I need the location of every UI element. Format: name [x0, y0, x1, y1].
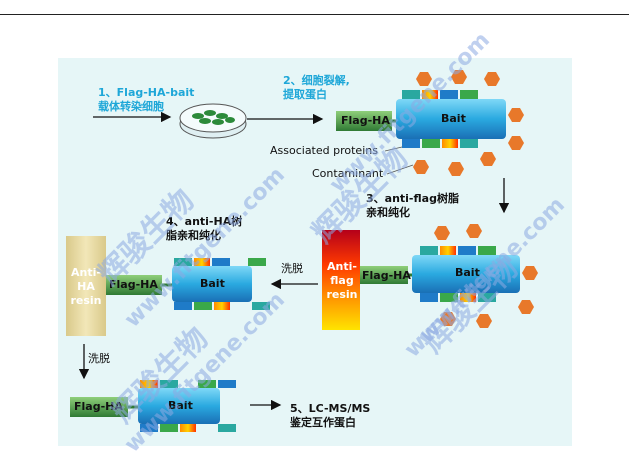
- flag-ha-label-4: Flag-HA: [74, 400, 123, 413]
- step1-text: 1、Flag-HA-bait 载体转染细胞: [98, 86, 195, 113]
- complex-lysate: [336, 70, 524, 176]
- step3-text: 3、anti-flag树脂 亲和纯化: [366, 192, 459, 219]
- elute-label-1: 洗脱: [281, 262, 303, 275]
- step5-text: 5、LC-MS/MS 鉴定互作蛋白: [290, 402, 371, 429]
- associated-proteins-label: Associated proteins: [270, 144, 378, 157]
- flag-ha-label-1: Flag-HA: [341, 114, 390, 127]
- bait-label-3: Bait: [200, 277, 225, 290]
- elute-label-2: 洗脱: [88, 352, 110, 365]
- top-rule: [0, 14, 629, 15]
- anti-ha-resin-column: [66, 236, 106, 336]
- bait-label-4: Bait: [168, 399, 193, 412]
- anti-flag-resin-label: Anti- flag resin: [326, 260, 358, 301]
- anti-flag-resin-column: [322, 230, 360, 330]
- contaminant-label: Contaminant: [312, 167, 384, 180]
- complex-on-flag-resin: [360, 224, 538, 328]
- step2-text: 2、细胞裂解, 提取蛋白: [283, 74, 350, 101]
- flag-ha-label-3: Flag-HA: [109, 278, 158, 291]
- anti-ha-resin-label: Anti- HA resin: [70, 266, 102, 307]
- flag-ha-label-2: Flag-HA: [362, 269, 411, 282]
- petri-dish: [179, 103, 247, 139]
- bait-label-1: Bait: [441, 112, 466, 125]
- complex-final: [70, 380, 236, 432]
- step4-text: 4、anti-HA树 脂亲和纯化: [166, 215, 243, 242]
- complex-eluted: [104, 258, 270, 310]
- bait-label-2: Bait: [455, 266, 480, 279]
